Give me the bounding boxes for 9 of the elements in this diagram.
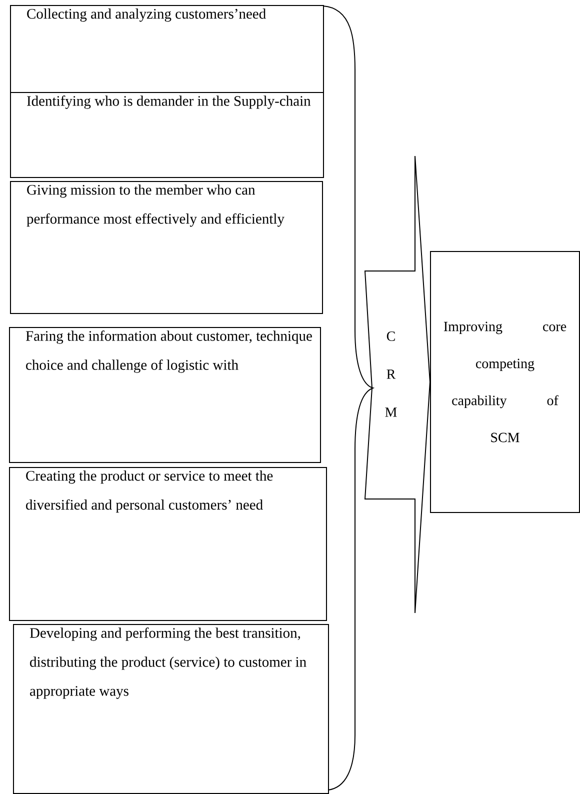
text-box: Collecting and analyzing customers’need [10, 5, 324, 93]
block-arrow [364, 156, 430, 614]
text-box: Giving mission to the member who can performance most effectively and efficiently [10, 181, 323, 314]
result-box: Improving core competing capability of SCM [430, 251, 580, 513]
text-box: Faring the information about customer, technique choice and challenge of logistic with [9, 327, 321, 463]
text-box: Creating the product or service to meet the diversified and personal customers’ need [9, 467, 327, 621]
text-box: Identifying who is demander in the Supply-chain [10, 92, 324, 178]
text-box: Developing and performing the best transition, distributing the product (service) to customer in appropriate ways [13, 624, 329, 794]
edge-label: C R M [385, 332, 397, 417]
